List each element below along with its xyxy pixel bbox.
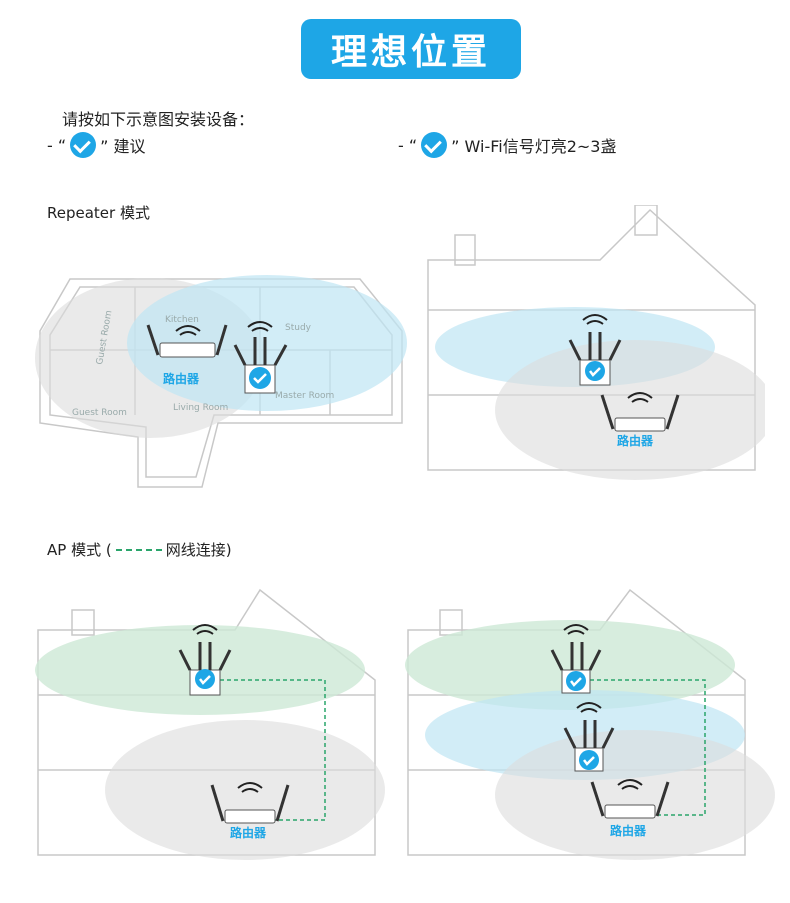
router-label: 路由器 [163, 371, 200, 386]
legend-2-suffix: ” Wi-Fi信号灯亮2~3盏 [451, 137, 617, 156]
check-icon [70, 132, 97, 158]
repeater-device [563, 702, 615, 772]
router-device [146, 324, 228, 358]
router-coverage [495, 730, 775, 860]
ethernet-cable [590, 679, 706, 816]
room-living: Living Room [173, 403, 228, 413]
room-kitchen: Kitchen [165, 315, 199, 325]
wifi-icon [192, 624, 218, 635]
router-device [210, 782, 290, 824]
page-title: 理想位置 [301, 19, 521, 79]
ethernet-cable [220, 679, 326, 821]
wifi-icon [237, 782, 263, 793]
wifi-icon [576, 702, 602, 713]
router-coverage [495, 340, 765, 480]
legend-2-prefix: - “ [398, 135, 418, 155]
ap-coverage [405, 620, 735, 710]
ap-mode-label-suffix: 网线连接) [165, 541, 232, 559]
wifi-icon [563, 624, 589, 635]
legend-1-suffix: ” 建议 [100, 137, 146, 156]
check-icon [585, 361, 605, 381]
legend-signal: - “ ” Wi-Fi信号灯亮2~3盏 [398, 132, 616, 158]
ap-mode-label: AP 模式 ( 网线连接) [47, 539, 232, 560]
wifi-icon [582, 314, 608, 325]
check-icon [195, 669, 215, 689]
wifi-icon [617, 779, 643, 790]
check-icon [566, 671, 586, 691]
cable-legend-line [115, 548, 162, 551]
repeater-device [568, 314, 622, 386]
ap-house-2: 路由器 [405, 588, 775, 860]
wifi-icon [175, 325, 201, 336]
repeater-device [233, 321, 288, 394]
router-device [600, 392, 680, 432]
intro-text: 请按如下示意图安装设备： [62, 110, 255, 129]
repeater-house: 路由器 [427, 205, 765, 480]
ap-house-1: 路由器 [35, 588, 385, 860]
legend-recommended: - “ ” 建议 [47, 132, 146, 158]
ap-device [550, 624, 602, 694]
router-label: 路由器 [617, 433, 654, 448]
check-icon [249, 367, 271, 389]
check-icon [579, 750, 599, 770]
check-icon [421, 132, 448, 158]
legend-1-prefix: - “ [47, 135, 67, 155]
repeater-mode-label: Repeater 模式 [47, 204, 150, 222]
repeater-coverage [127, 275, 407, 411]
repeater-floorplan: Kitchen Study Guest Room Guest Room Livi… [35, 275, 407, 488]
ap-device [178, 624, 232, 696]
room-master: Master Room [275, 391, 334, 401]
ap-mode-label-prefix: AP 模式 ( [47, 541, 112, 559]
router-device [590, 779, 670, 819]
wifi-icon [627, 392, 653, 403]
wifi-icon [247, 321, 273, 332]
room-study: Study [285, 323, 312, 333]
router-label: 路由器 [230, 825, 267, 840]
router-label: 路由器 [610, 823, 647, 838]
room-guest-2: Guest Room [72, 408, 127, 418]
